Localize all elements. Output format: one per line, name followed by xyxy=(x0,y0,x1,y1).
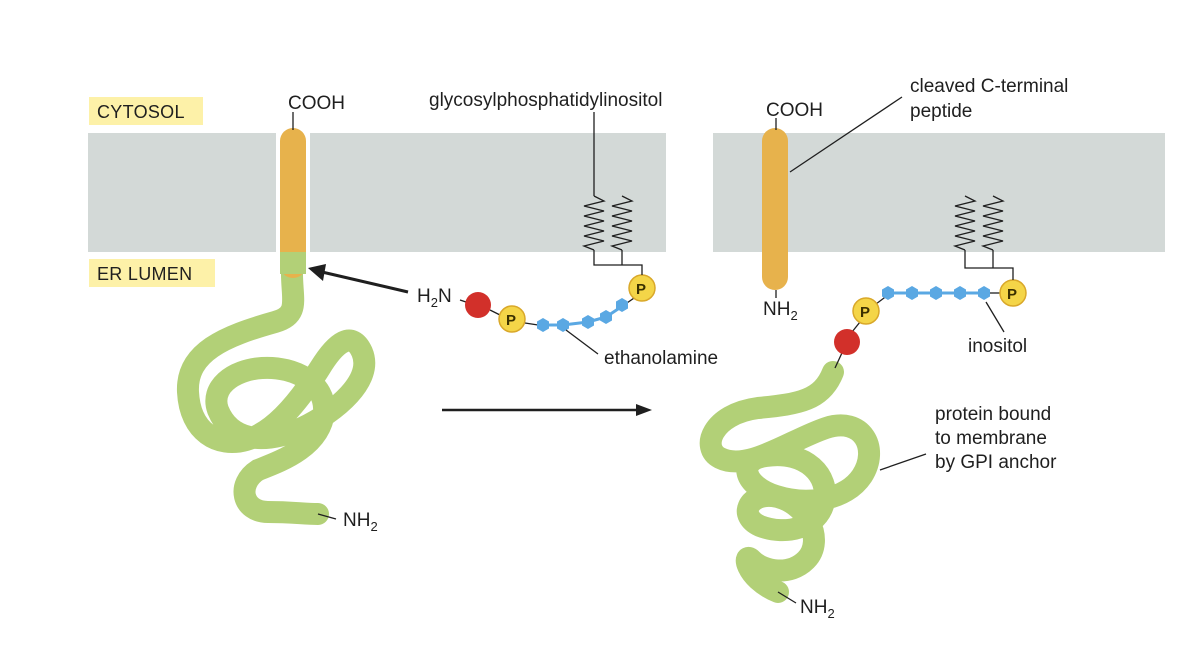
ethanolamine-p-bond xyxy=(851,321,861,333)
cleaved-label-line1: cleaved C-terminal xyxy=(910,76,1068,97)
sugar-hexagon xyxy=(557,318,569,332)
reaction-arrow-head xyxy=(636,404,652,416)
bound-label-line1: protein bound xyxy=(935,404,1051,425)
bound-label-line2: to membrane xyxy=(935,428,1047,449)
sugar-hexagon xyxy=(954,286,966,300)
sugar-hexagon xyxy=(582,315,594,329)
sugar-hexagon xyxy=(537,318,549,332)
left-gpi-anchor: P P xyxy=(459,112,656,333)
attach-arrow-line xyxy=(321,270,409,294)
lipid-stem xyxy=(593,250,643,275)
inositol-leader xyxy=(985,301,1005,333)
membrane-left-segment xyxy=(88,133,276,252)
left-protein-coil xyxy=(177,263,376,525)
sugar-hexagon xyxy=(930,286,942,300)
ethanolamine-leader xyxy=(565,329,599,355)
membrane-right-segment xyxy=(310,133,666,252)
right-protein-coil xyxy=(699,361,881,603)
left-transmembrane-peptide xyxy=(280,128,306,278)
left-nh2-leader xyxy=(317,513,337,520)
sugar-hexagon xyxy=(906,286,918,300)
fatty-acid-chain xyxy=(581,195,606,251)
cleaved-label-line2: peptide xyxy=(910,101,972,122)
phosphate-label: P xyxy=(636,281,646,298)
sugar-hexagon xyxy=(978,286,990,300)
sugar-hexagon xyxy=(882,286,894,300)
cytosol-tag-box xyxy=(89,97,203,125)
er-lumen-tag-box xyxy=(89,259,215,287)
phosphate-circle xyxy=(498,305,526,333)
right-nh2-top-label: NH2 xyxy=(763,299,798,323)
fatty-acid-chain xyxy=(980,195,1005,251)
p-sugar-bond xyxy=(524,322,539,326)
ethanolamine-ball xyxy=(834,329,860,355)
inositol-label: inositol xyxy=(968,336,1027,357)
left-peptide-lumen-part xyxy=(280,252,306,274)
fatty-acid-chain xyxy=(952,195,977,251)
right-nh2-bottom-label: NH2 xyxy=(800,597,835,621)
right-cooh-label: COOH xyxy=(766,100,823,121)
left-nh2-label: NH2 xyxy=(343,510,378,534)
ethanolamine-ball xyxy=(465,292,491,318)
er-lumen-label: ER LUMEN xyxy=(97,264,192,284)
cleaved-leader xyxy=(789,96,903,173)
h2n-label: H2N xyxy=(417,286,452,310)
right-membrane xyxy=(713,133,1165,252)
phosphate-label: P xyxy=(506,312,516,329)
fatty-acid-chain xyxy=(609,195,634,251)
phosphate-circle xyxy=(852,297,880,325)
gpi-label: glycosylphosphatidylinositol xyxy=(429,90,662,111)
bound-leader xyxy=(879,453,927,471)
lipid-stem xyxy=(964,250,1014,280)
right-nh2-bottom-leader xyxy=(777,591,797,604)
sugar-hexagon xyxy=(616,298,628,312)
bound-label-line3: by GPI anchor xyxy=(935,452,1057,473)
cytosol-label: CYTOSOL xyxy=(97,102,185,122)
phosphate-label: P xyxy=(860,304,870,321)
phosphate-label: P xyxy=(1007,286,1017,303)
sugar-hexagon xyxy=(600,310,612,324)
left-membrane xyxy=(88,133,666,252)
cleaved-peptide xyxy=(762,128,788,290)
ethanolamine-label: ethanolamine xyxy=(604,348,718,369)
attach-arrow-head xyxy=(308,264,326,281)
left-cooh-label: COOH xyxy=(288,93,345,114)
right-gpi-anchor: P P xyxy=(834,195,1027,369)
